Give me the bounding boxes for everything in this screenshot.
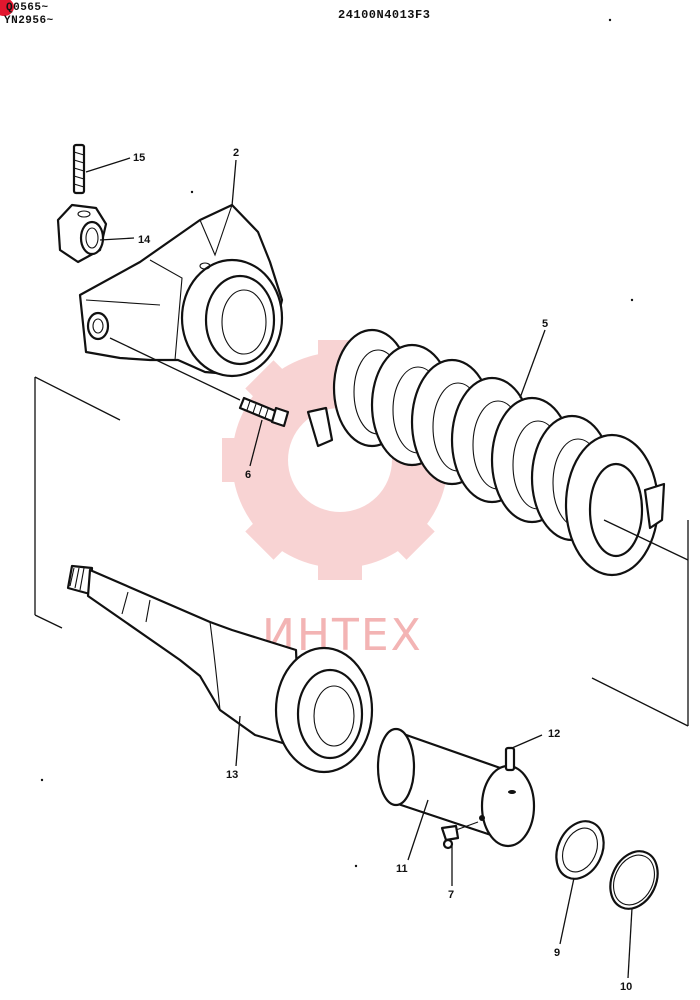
callout-7: 7 — [448, 889, 454, 901]
speck — [40, 778, 44, 782]
speck — [630, 298, 634, 302]
callout-11: 11 — [396, 863, 408, 875]
part-10-snap-ring — [609, 850, 659, 910]
callout-12: 12 — [548, 728, 560, 740]
callout-6: 6 — [245, 469, 251, 481]
speck — [354, 864, 358, 868]
callout-5: 5 — [542, 318, 548, 330]
part-13-rod — [66, 564, 374, 774]
part-6-bolt — [109, 337, 290, 428]
callout-2: 2 — [233, 147, 239, 159]
leader-lines — [85, 157, 633, 979]
part-5-spring — [306, 328, 689, 577]
frame-line-bottom-right — [591, 677, 689, 727]
part-12-spring-pin — [504, 746, 516, 772]
speck — [190, 190, 194, 194]
frame-line-top-left — [34, 376, 121, 421]
callout-13: 13 — [226, 769, 238, 781]
frame-line-bottom-left — [34, 614, 63, 629]
red-marker-icon — [0, 0, 14, 16]
callout-9: 9 — [554, 947, 560, 959]
part-7-grease-fitting — [440, 821, 479, 850]
speck — [608, 18, 612, 22]
part-14-nut — [56, 203, 108, 264]
serial-range-2: YN2956~ — [4, 15, 54, 27]
callout-15: 15 — [133, 152, 145, 164]
callout-14: 14 — [138, 234, 151, 246]
document-code: 24100N4013F3 — [338, 8, 431, 22]
part-9-ring — [555, 820, 605, 880]
part-11-pin — [376, 727, 536, 848]
part-15-stud — [72, 143, 86, 195]
callout-10: 10 — [620, 981, 632, 993]
serial-range-1: Q0565~ — [6, 2, 49, 14]
part-2-bracket — [78, 203, 284, 378]
